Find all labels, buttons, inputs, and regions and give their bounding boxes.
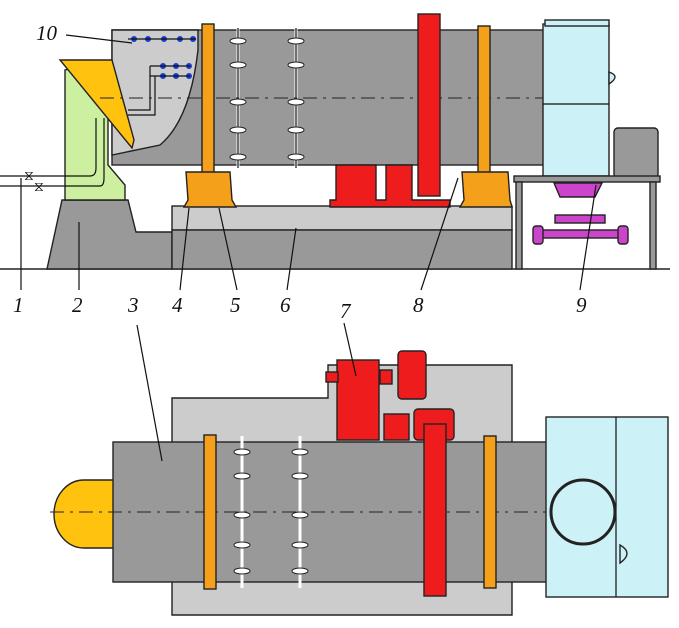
support-roller-left [182,171,238,208]
discharge-chamber-cap [544,19,610,27]
leader-8 [420,177,459,291]
flange-bolts-plan [233,448,309,575]
callout-label-1: 1 [13,293,24,317]
plan-view [50,350,669,616]
leader-7 [343,322,357,377]
fuel-pipe-1 [0,118,97,177]
callout-label-10: 10 [36,21,58,45]
callout-label-3: 3 [127,293,139,317]
tyre-ring-right [477,25,491,175]
fan-motor [613,127,659,179]
feed-chute-plan [53,479,115,549]
callout-leaders [20,34,597,462]
discharge-conveyor-frame [537,229,625,239]
leader-5 [218,207,238,291]
platform-leg-right [649,181,657,270]
discharge-conveyor-hopper [552,182,604,198]
callout-label-8: 8 [413,293,424,317]
girth-gear-plan [423,423,447,597]
girth-gear [417,13,441,197]
leader-6 [286,227,297,291]
furnace-foundation [46,199,173,270]
callout-label-9: 9 [576,293,587,317]
leader-3 [136,324,163,462]
leader-10 [65,34,133,44]
inspection-hatch-plan [619,543,628,565]
discharge-chamber-plan [545,416,669,598]
discharge-chamber [542,23,610,177]
tyre-ring-plan-left [203,434,217,590]
elevation-view: ⧖ ⧖ [0,13,670,270]
feed-chute [58,59,135,150]
conveyor-wheel-left [532,225,544,245]
inspection-hatch [608,71,616,86]
drive-unit-elevation [329,164,451,208]
callout-label-4: 4 [172,293,183,317]
support-foundation-base [171,229,513,270]
leader-4 [179,207,190,291]
fuel-pipe-2 [0,118,105,187]
platform-frame [513,175,661,183]
flange-bolts [229,37,305,161]
discharge-conveyor-belt [554,214,606,224]
callout-label-6: 6 [280,293,291,317]
tyre-ring-plan-right [483,435,497,589]
callout-label-7: 7 [340,299,352,323]
valve-icon: ⧖ [24,169,34,184]
conveyor-wheel-right [617,225,629,245]
support-roller-right [458,171,513,208]
valve-icon: ⧖ [34,180,44,195]
platform-leg-left [515,181,523,270]
outlet-opening [549,478,617,546]
callout-label-5: 5 [230,293,241,317]
callout-label-2: 2 [72,293,83,317]
burner-lines [128,38,196,116]
leader-9 [579,184,597,291]
callout-labels: 1 2 3 4 5 6 7 8 9 10 [13,21,587,323]
tyre-ring-left [201,23,215,175]
